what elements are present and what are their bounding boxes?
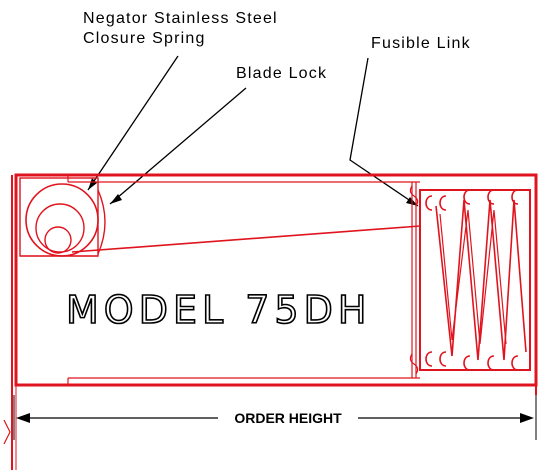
blade-lock-arrow (110, 194, 122, 204)
blade-lock-leader (109, 87, 247, 205)
blade-cable (71, 225, 421, 253)
corner-mark (3, 419, 11, 445)
blade-pack-box (419, 189, 531, 371)
closure-spring-assembly (19, 177, 106, 257)
damper-frame (11, 173, 538, 470)
spring-label-line2: Closure Spring (83, 30, 206, 47)
blade-lock-label: Blade Lock (236, 65, 327, 82)
folded-blade-pack (409, 182, 531, 378)
spring-housing (19, 177, 99, 257)
fusible-link-bottom-hook (409, 353, 419, 375)
spring-coil-inner (44, 226, 72, 254)
top-coil-row (425, 189, 519, 211)
dimension-line: ORDER HEIGHT (13, 395, 537, 440)
dim-arrow-right (520, 413, 534, 423)
model-name: MODEL 75DH (66, 288, 371, 332)
spring-coil-middle (35, 203, 85, 253)
order-height-label: ORDER HEIGHT (234, 410, 342, 426)
dim-arrow-left (16, 413, 30, 423)
blade-lock-curve (97, 189, 106, 255)
blade-zigzag (435, 199, 527, 361)
fusible-link-top-hook (409, 185, 419, 207)
spring-leader (87, 55, 179, 191)
fusible-link-leader (349, 57, 419, 207)
bottom-coil-row (425, 351, 519, 371)
fusible-link-label: Fusible Link (371, 35, 471, 52)
spring-leader-arrow (88, 178, 97, 190)
blade-zigzag-inner (439, 209, 507, 345)
spring-label-line1: Negator Stainless Steel (83, 10, 278, 27)
